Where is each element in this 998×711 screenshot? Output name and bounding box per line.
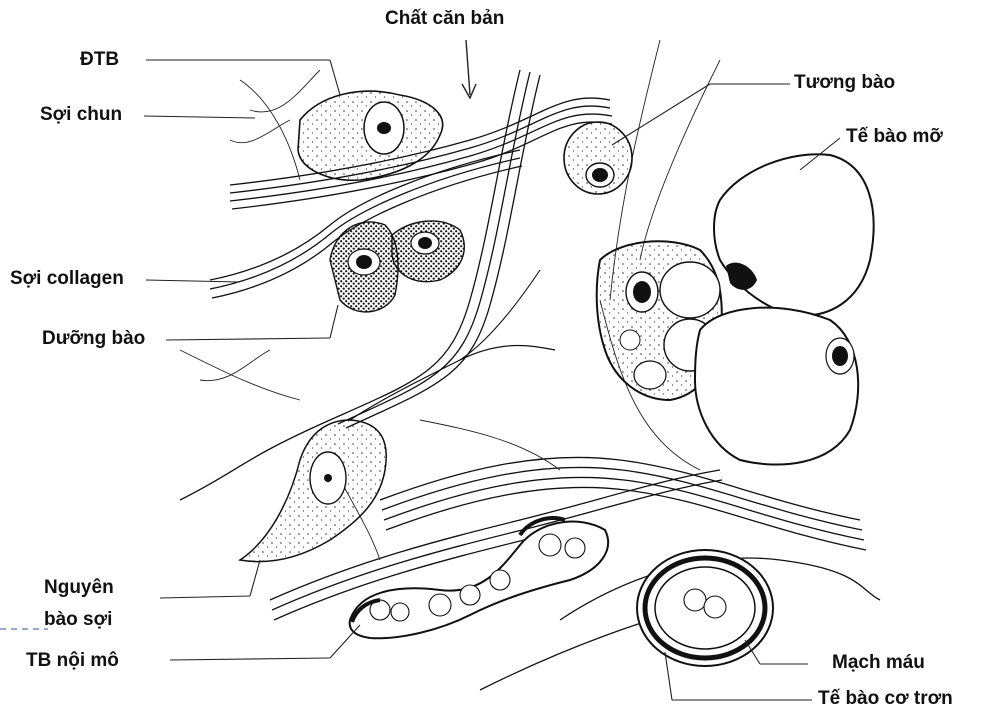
label-mach-mau: Mạch máu bbox=[832, 652, 925, 674]
label-te-bao-mo: Tế bào mỡ bbox=[846, 126, 943, 148]
label-nguyen-bao-soi-line2: bào sợi bbox=[44, 609, 112, 631]
plasma-cell bbox=[564, 122, 632, 194]
label-duong-bao: Dưỡng bào bbox=[42, 328, 145, 350]
label-tb-noi-mo: TB nội mô bbox=[26, 650, 119, 672]
label-nguyen-bao-soi-line1: Nguyên bbox=[44, 577, 114, 599]
adipocytes bbox=[597, 154, 874, 464]
mast-cells bbox=[330, 221, 464, 312]
label-soi-collagen: Sợi collagen bbox=[10, 268, 124, 290]
label-te-bao-co-tron: Tế bào cơ trơn bbox=[818, 688, 953, 710]
macrophage-cell bbox=[298, 91, 443, 180]
capillary bbox=[350, 518, 608, 638]
label-tuong-bao: Tương bào bbox=[794, 72, 895, 94]
label-soi-chun: Sợi chun bbox=[40, 104, 122, 126]
label-dtb: ĐTB bbox=[80, 49, 119, 71]
label-chat-can-ban: Chất căn bản bbox=[385, 8, 504, 30]
blood-vessel bbox=[637, 550, 773, 666]
fibroblast-cell bbox=[240, 270, 555, 562]
